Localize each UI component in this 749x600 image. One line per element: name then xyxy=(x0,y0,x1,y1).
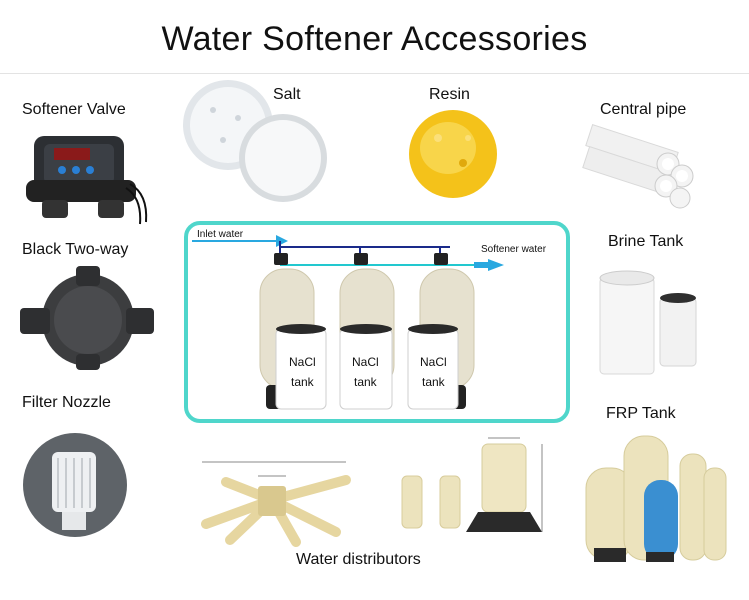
salt-label: Salt xyxy=(273,86,301,103)
softener-water-label: Softener water xyxy=(481,244,547,255)
nacl-tank-2-sublabel: tank xyxy=(354,375,377,389)
filter-nozzle-image xyxy=(23,433,127,537)
nacl-tank-2-label: NaCl xyxy=(352,355,379,369)
title-divider xyxy=(0,73,749,74)
page-title: Water Softener Accessories xyxy=(161,20,588,58)
softener-valve-label: Softener Valve xyxy=(22,101,126,118)
inlet-water-label: Inlet water xyxy=(197,229,244,240)
softener-valve-image xyxy=(26,136,148,225)
diagram-graphic xyxy=(192,235,504,410)
resin-label: Resin xyxy=(429,86,470,103)
nacl-tank-1-sublabel: tank xyxy=(291,375,314,389)
frp-tank-image xyxy=(585,435,727,562)
nacl-tank-3-sublabel: tank xyxy=(422,375,445,389)
black-two-way-label: Black Two-way xyxy=(22,241,129,258)
nacl-tank-1-label: NaCl xyxy=(289,355,316,369)
water-distributor-hub-image xyxy=(201,461,351,547)
central-pipe-image xyxy=(582,124,694,209)
brine-tank-label: Brine Tank xyxy=(608,233,684,250)
filter-nozzle-label: Filter Nozzle xyxy=(22,394,111,411)
black-two-way-image xyxy=(20,266,154,370)
brine-tank-image xyxy=(599,270,697,375)
central-pipe-label: Central pipe xyxy=(600,101,687,118)
water-distributors-label: Water distributors xyxy=(296,551,421,568)
water-distributor-nozzles-image xyxy=(401,437,543,532)
salt-image xyxy=(183,80,327,202)
frp-tank-label: FRP Tank xyxy=(606,405,676,422)
resin-image xyxy=(409,110,497,198)
softener-system-diagram xyxy=(184,221,570,423)
nacl-tank-3-label: NaCl xyxy=(420,355,447,369)
